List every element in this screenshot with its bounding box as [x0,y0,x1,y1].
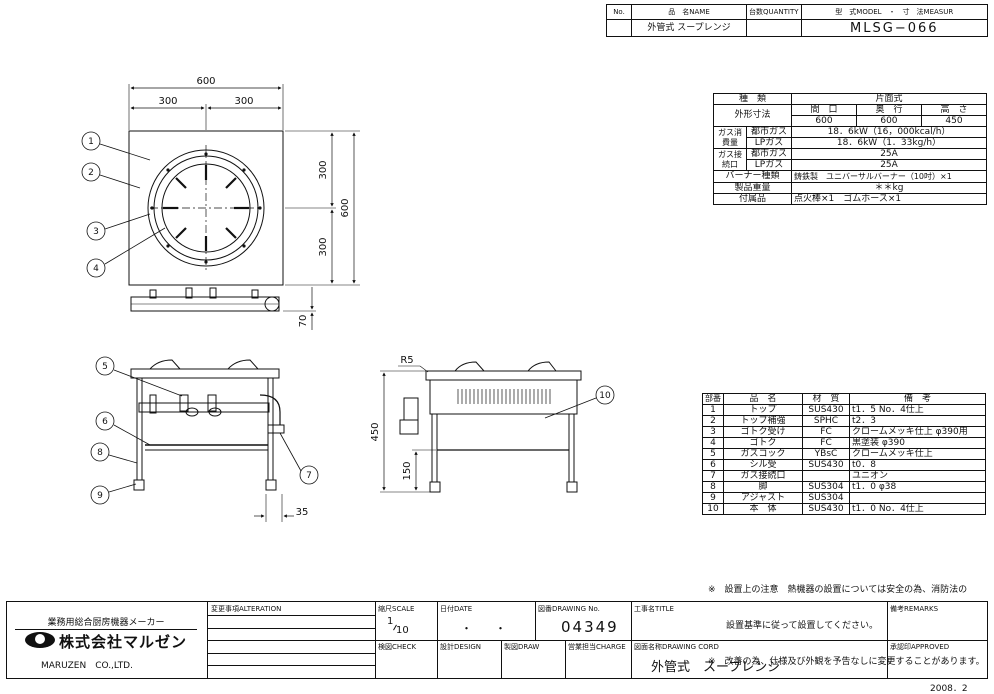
pipe-elbow [264,296,280,312]
version-date: 2008．2 [930,684,968,694]
title-block: No. 品 名NAME 台数QUANTITY 型 式MODEL ・ 寸 法MEA… [606,4,989,37]
drawing-cord-label: 図面名称DRAWING CORD [634,643,719,651]
dim-depth-top: 300 [318,160,329,179]
callout-8-label: 8 [97,448,103,458]
callout-2-label: 2 [88,168,94,178]
adjuster-right [265,479,277,491]
product-name: 外管式 スープレンジ [631,19,747,37]
note-line: ※ 改善の為、仕様及び外観を予告なしに変更することがあります。 [708,657,985,667]
dim-half-left: 300 [158,96,177,107]
approved-label: 承認印APPROVED [890,643,950,651]
charge-cell: 営業担当CHARGE [565,640,632,678]
note-line: ※ 設置上の注意 熱機器の設置については安全の為、消防法の [708,585,968,595]
callout-3 [86,221,106,241]
installation-notes: ※ 設置上の注意 熱機器の設置については安全の為、消防法の 設置基準に従って設置… [708,560,985,680]
dim-depth-bottom: 300 [318,237,329,256]
work-title-label: 工事名TITLE [634,605,674,613]
dim-height-total: 450 [370,422,381,441]
scale-label: 縮尺SCALE [378,605,415,613]
callout-10 [595,385,615,405]
callouts [81,131,615,505]
callout-6 [95,411,115,431]
side-top [425,370,582,381]
check-label: 検図CHECK [378,643,417,651]
drawing-name-cell: 図面名称DRAWING CORD 外管式 スープレンジ [631,640,888,678]
design-label: 設計DESIGN [440,643,481,651]
scale-denominator: 10 [396,625,409,636]
technical-drawing: 1 2 3 4 5 6 7 8 9 10 600 300 300 300 300… [81,76,615,522]
charge-label: 営業担当CHARGE [568,643,626,651]
scale-cell: 縮尺SCALE 1 10 [375,602,438,640]
work-title-cell: 工事名TITLE [631,602,888,640]
dim-overall-width: 600 [196,76,215,87]
callout-5 [95,356,115,376]
bolt-holes [150,152,262,264]
date-value: ・ ・ [461,622,512,635]
company-tagline: 業務用総合厨房機器メーカー [15,615,197,630]
alteration-area: 変更事項ALTERATION [207,602,376,678]
company-name: 株式会社マルゼン [59,633,188,651]
company-name-en: MARUZEN CO.,LTD. [41,661,133,671]
drawing-no-label: 図番DRAWING No. [538,605,600,613]
callout-9 [90,485,110,505]
front-view [130,359,294,522]
draw-label: 製図DRAW [504,643,540,651]
company-logo [25,632,55,648]
callout-4-label: 4 [93,264,99,274]
lower-row: 検図CHECK 設計DESIGN 製図DRAW 営業担当CHARGE 図面名称D… [375,640,987,678]
company-area: 業務用総合厨房機器メーカー 株式会社マルゼン MARUZEN CO.,LTD. [7,602,208,678]
dim-pipe: 35 [296,507,309,518]
remarks-label: 備考REMARKS [890,605,939,613]
part-remark: t1．0 No．4仕上 [849,503,986,515]
note-line: 設置基準に従って設置してください。 [708,621,879,631]
drawing-labels: 1 2 3 4 5 6 7 8 9 10 600 300 300 300 300… [88,76,611,518]
date-cell: 日付DATE ・ ・ [437,602,536,640]
dim-corner-radius: R5 [400,355,413,366]
dim-depth-total: 600 [340,198,351,217]
callout-4 [86,258,106,278]
top-plate [128,130,284,286]
model-value: MLSG−066 [800,19,989,37]
callout-8 [90,442,110,462]
draw-cell: 製図DRAW [501,640,566,678]
vent-slots [457,389,551,404]
dim-pipe-offset: 70 [298,315,309,328]
callout-1-label: 1 [88,137,94,147]
side-gas-cock [403,397,419,421]
alteration-label: 変更事項ALTERATION [211,605,282,613]
spec-table: 種 類 片面式 外形寸法 間 口 奥 行 高 さ 600 600 450 ガス消… [713,93,988,205]
accessories-label: 付属品 [713,193,792,205]
footer-block: 業務用総合厨房機器メーカー 株式会社マルゼン MARUZEN CO.,LTD. … [6,601,988,679]
drawing-no-cell: 図番DRAWING No. 04349 [535,602,632,640]
drawing-name: 外管式 スープレンジ [651,660,781,675]
scale-numerator: 1 [387,616,394,627]
design-cell: 設計DESIGN [437,640,502,678]
upper-row: 縮尺SCALE 1 10 日付DATE ・ ・ 図番DRAWING No. 04… [375,602,987,641]
check-cell: 検図CHECK [375,640,438,678]
callout-7-label: 7 [306,471,312,481]
adjuster-left [133,479,145,491]
side-body [429,379,578,415]
approved-cell: 承認印APPROVED [887,640,987,678]
callout-2 [81,162,101,182]
front-pipe [138,402,270,413]
callout-1 [81,131,101,151]
accessories-value: 点火棒×1 ゴムホース×1 [791,193,987,205]
front-top [130,368,280,379]
date-label: 日付DATE [440,605,473,613]
callout-6-label: 6 [102,417,108,427]
callout-9-label: 9 [97,491,103,501]
plan-view [128,84,360,330]
dim-shelf-height: 150 [402,461,413,480]
dim-half-right: 300 [234,96,253,107]
side-view [380,361,582,493]
callout-5-label: 5 [102,362,108,372]
callout-7 [299,465,319,485]
callout-3-label: 3 [93,227,99,237]
remarks-cell: 備考REMARKS [887,602,987,640]
drawing-no: 04349 [561,618,619,636]
callout-10-label: 10 [599,391,611,401]
